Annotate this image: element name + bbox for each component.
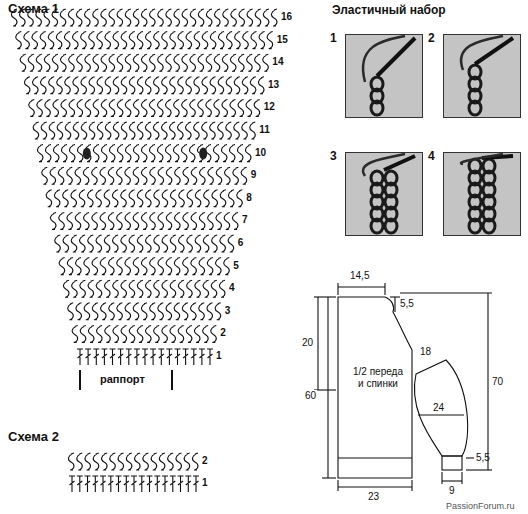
repeat-label: раппорт bbox=[100, 373, 145, 386]
dimension: 70 bbox=[492, 376, 503, 388]
dim-line bbox=[411, 480, 412, 491]
section-title: Эластичный набор bbox=[332, 4, 446, 18]
scheme-title: Схема 1 bbox=[8, 2, 59, 17]
scheme-title: Схема 2 bbox=[8, 430, 59, 445]
dimension: 9 bbox=[449, 485, 455, 497]
crochet-hook bbox=[377, 38, 415, 76]
watermark: PassionForum.ru bbox=[446, 501, 515, 511]
dim-line bbox=[314, 389, 336, 390]
dim-line bbox=[442, 480, 462, 481]
row-number: 2 bbox=[220, 327, 226, 339]
dim-line bbox=[466, 469, 492, 470]
dim-line bbox=[337, 283, 338, 295]
photo-step: 1 bbox=[330, 32, 424, 120]
step-photo bbox=[345, 152, 423, 236]
yarn-loop bbox=[371, 219, 383, 233]
chain-oval bbox=[83, 148, 91, 160]
repeat-mark bbox=[171, 370, 173, 390]
photo-step: 2 bbox=[428, 32, 522, 120]
chain-oval bbox=[199, 148, 207, 160]
sleeve-outline bbox=[414, 360, 467, 456]
row-number: 3 bbox=[225, 305, 231, 317]
row-number: 9 bbox=[251, 169, 257, 181]
dimension: 20 bbox=[301, 337, 314, 349]
dim-line bbox=[394, 297, 395, 312]
dim-line bbox=[441, 472, 442, 484]
dimension: 23 bbox=[368, 491, 379, 503]
yarn-loop bbox=[371, 101, 383, 115]
dimension: 18 bbox=[420, 346, 431, 358]
yarn bbox=[461, 36, 503, 70]
yarn-loop bbox=[385, 219, 397, 233]
dim-line bbox=[384, 283, 385, 295]
band-line bbox=[338, 457, 412, 458]
row-number: 15 bbox=[277, 34, 288, 46]
row-number: 4 bbox=[229, 282, 235, 294]
scheme1-stitches bbox=[11, 9, 277, 365]
pattern-pieces bbox=[80, 283, 492, 491]
dim-line bbox=[400, 292, 492, 293]
step-photo bbox=[345, 34, 423, 118]
dimension: 24 bbox=[432, 402, 445, 414]
dim-line bbox=[338, 286, 385, 287]
dimension: 14,5 bbox=[350, 270, 369, 282]
row-number: 16 bbox=[281, 11, 292, 23]
dim-line bbox=[337, 480, 338, 491]
step-number: 4 bbox=[428, 150, 435, 162]
row-number: 10 bbox=[255, 147, 266, 159]
repeat-mark bbox=[79, 370, 81, 390]
scheme2-stitches bbox=[68, 453, 199, 492]
row-number: 5 bbox=[233, 260, 239, 272]
yarn bbox=[363, 36, 405, 82]
yarn-loop bbox=[469, 219, 481, 233]
dim-line bbox=[338, 486, 412, 487]
dimension: 5,5 bbox=[476, 452, 490, 464]
dim-line bbox=[317, 297, 318, 390]
photo-ground bbox=[346, 153, 423, 236]
piece-name: 1/2 переда и спинки bbox=[350, 366, 406, 389]
body-outline bbox=[338, 297, 412, 478]
dim-line bbox=[466, 457, 474, 458]
row-number: 13 bbox=[268, 79, 279, 91]
step-photo bbox=[443, 152, 521, 236]
stitch-symbols bbox=[11, 9, 277, 492]
row-number: 14 bbox=[272, 56, 283, 68]
yarn-loop bbox=[469, 101, 481, 115]
dim-line bbox=[461, 472, 462, 484]
step-number: 3 bbox=[330, 150, 337, 162]
photo-ground bbox=[444, 153, 521, 236]
step-photo bbox=[443, 34, 521, 118]
yarn bbox=[461, 154, 503, 164]
photo-step: 3 bbox=[330, 150, 424, 238]
step-number: 1 bbox=[330, 32, 337, 44]
row-number: 7 bbox=[242, 214, 248, 226]
row-number: 1 bbox=[202, 477, 208, 489]
dimension: 5,5 bbox=[400, 298, 414, 310]
dimension: 60 bbox=[304, 390, 317, 402]
row-number: 1 bbox=[216, 350, 222, 362]
row-number: 12 bbox=[264, 101, 275, 113]
step-number: 2 bbox=[428, 32, 435, 44]
dim-line bbox=[487, 293, 488, 470]
yarn-loop bbox=[483, 219, 495, 233]
row-number: 2 bbox=[202, 455, 208, 467]
cuff bbox=[442, 456, 462, 470]
dim-line bbox=[327, 297, 328, 478]
row-number: 6 bbox=[238, 237, 244, 249]
row-number: 11 bbox=[259, 124, 270, 136]
yarn bbox=[363, 154, 405, 176]
row-number: 8 bbox=[246, 192, 252, 204]
photo-step: 4 bbox=[428, 150, 522, 238]
photo-ground bbox=[346, 35, 423, 118]
dim-line bbox=[314, 296, 336, 297]
dim-line bbox=[322, 477, 336, 478]
photo-ground bbox=[444, 35, 521, 118]
dim-line bbox=[418, 414, 464, 415]
